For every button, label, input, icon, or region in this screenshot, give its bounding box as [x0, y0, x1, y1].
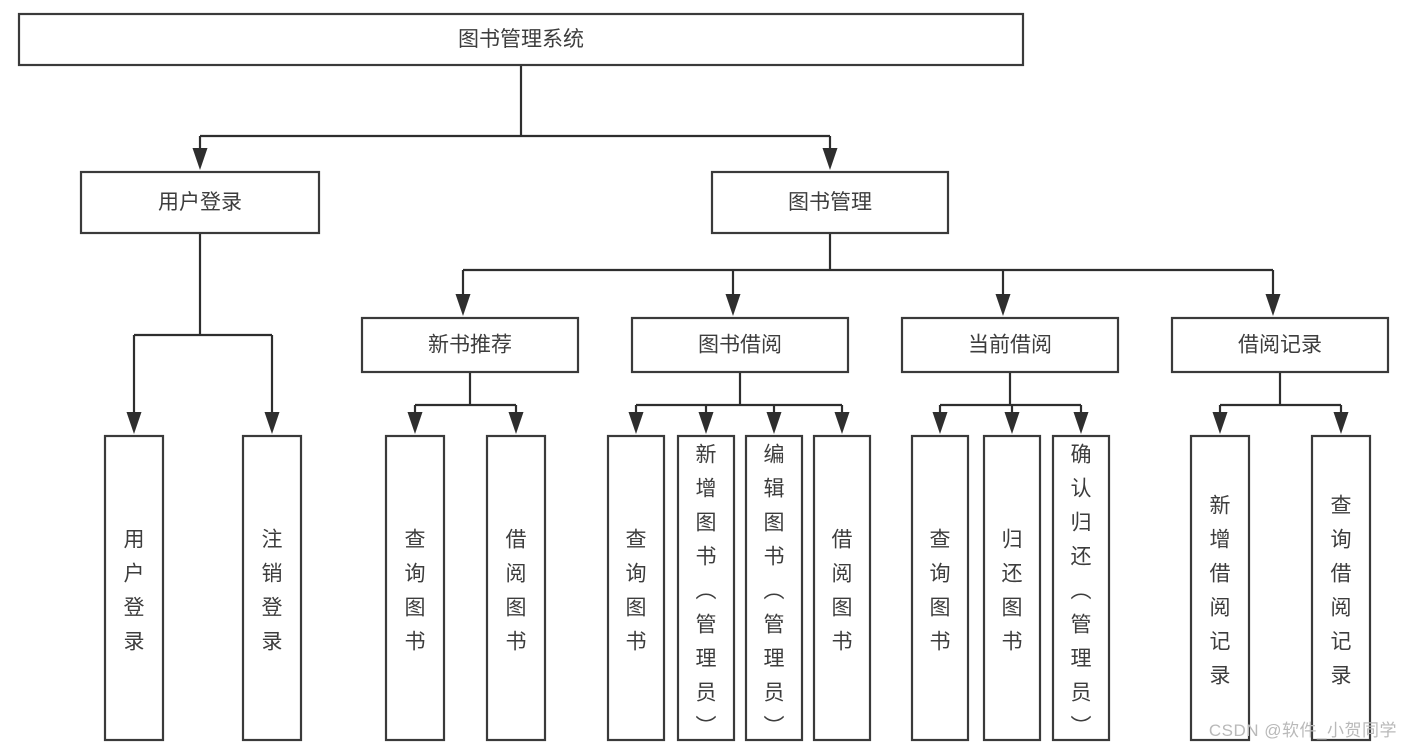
node-box[interactable]: [384, 434, 446, 742]
leaf-node-查询图书-8[interactable]: 查询图书: [910, 434, 970, 742]
arrow-head-icon: [455, 294, 471, 316]
node-label: 图书管理: [788, 191, 872, 214]
leaf-node-编辑图书管理员-6[interactable]: 编辑图书︵管理员︶: [744, 434, 804, 742]
node-label: 查询借阅记录: [1331, 495, 1352, 688]
connector-group-当前借阅: [932, 372, 1089, 434]
node-box[interactable]: [676, 434, 736, 742]
node-box[interactable]: [982, 434, 1042, 742]
node-box[interactable]: [606, 434, 666, 742]
level3-node-借阅记录-3[interactable]: 借阅记录: [1170, 316, 1390, 374]
node-label: 当前借阅: [968, 334, 1052, 357]
leaf-node-确认归还管理员-10[interactable]: 确认归还︵管理员︶: [1051, 434, 1111, 742]
leaf-node-查询图书-4[interactable]: 查询图书: [606, 434, 666, 742]
node-label: 查询图书: [405, 529, 426, 654]
node-box[interactable]: [1310, 434, 1372, 742]
connector-group-图书管理: [455, 233, 1281, 316]
connector-group-新书推荐: [407, 372, 524, 434]
root-node-图书管理系统[interactable]: 图书管理系统: [17, 12, 1025, 67]
arrow-head-icon: [508, 412, 524, 434]
leaf-node-注销登录-1[interactable]: 注销登录: [241, 434, 303, 742]
arrow-head-icon: [1212, 412, 1228, 434]
node-label: 借阅图书: [832, 529, 853, 654]
arrow-head-icon: [995, 294, 1011, 316]
node-box[interactable]: [710, 170, 950, 235]
arrow-head-icon: [698, 412, 714, 434]
arrow-head-icon: [1073, 412, 1089, 434]
connector-group-root: [192, 65, 838, 170]
node-label: 新增借阅记录: [1210, 495, 1231, 688]
leaf-node-借阅图书-3[interactable]: 借阅图书: [485, 434, 547, 742]
leaf-node-新增借阅记录-11[interactable]: 新增借阅记录: [1189, 434, 1251, 742]
node-box[interactable]: [744, 434, 804, 742]
level3-node-当前借阅-2[interactable]: 当前借阅: [900, 316, 1120, 374]
arrow-head-icon: [628, 412, 644, 434]
node-label: 图书借阅: [698, 334, 782, 357]
node-box[interactable]: [1051, 434, 1111, 742]
arrow-head-icon: [725, 294, 741, 316]
node-box[interactable]: [360, 316, 580, 374]
node-box[interactable]: [910, 434, 970, 742]
node-label: 借阅图书: [506, 529, 527, 654]
node-label: 查询图书: [930, 529, 951, 654]
level2-node-用户登录-0[interactable]: 用户登录: [79, 170, 321, 235]
node-label: 注销登录: [262, 529, 283, 654]
leaf-node-查询图书-2[interactable]: 查询图书: [384, 434, 446, 742]
csdn-watermark: CSDN @软件_小贺同学: [1208, 721, 1397, 740]
node-box[interactable]: [1170, 316, 1390, 374]
leaf-node-归还图书-9[interactable]: 归还图书: [982, 434, 1042, 742]
node-box[interactable]: [1189, 434, 1251, 742]
node-label: 新增图书︵管理员︶: [696, 444, 717, 739]
node-label: 查询图书: [626, 529, 647, 654]
node-label: 用户登录: [124, 529, 145, 654]
arrow-head-icon: [834, 412, 850, 434]
level3-node-图书借阅-1[interactable]: 图书借阅: [630, 316, 850, 374]
node-box[interactable]: [812, 434, 872, 742]
node-box[interactable]: [17, 12, 1025, 67]
arrow-head-icon: [932, 412, 948, 434]
node-box[interactable]: [630, 316, 850, 374]
connector-group-图书借阅: [628, 372, 850, 434]
connector-group-用户登录: [126, 233, 280, 434]
arrow-head-icon: [1265, 294, 1281, 316]
arrow-head-icon: [822, 148, 838, 170]
arrow-head-icon: [407, 412, 423, 434]
arrow-head-icon: [1333, 412, 1349, 434]
node-label: 图书管理系统: [458, 28, 584, 51]
node-label: 用户登录: [158, 191, 242, 214]
arrow-head-icon: [766, 412, 782, 434]
arrow-head-icon: [192, 148, 208, 170]
node-label: 编辑图书︵管理员︶: [764, 444, 785, 739]
connector-group-借阅记录: [1212, 372, 1349, 434]
level2-node-图书管理-1[interactable]: 图书管理: [710, 170, 950, 235]
node-box[interactable]: [485, 434, 547, 742]
arrow-head-icon: [264, 412, 280, 434]
node-layer: 图书管理系统用户登录图书管理新书推荐图书借阅当前借阅借阅记录用户登录注销登录查询…: [17, 12, 1390, 742]
node-label: 归还图书: [1002, 529, 1023, 654]
leaf-node-用户登录-0[interactable]: 用户登录: [103, 434, 165, 742]
level3-node-新书推荐-0[interactable]: 新书推荐: [360, 316, 580, 374]
node-box[interactable]: [79, 170, 321, 235]
leaf-node-查询借阅记录-12[interactable]: 查询借阅记录: [1310, 434, 1372, 742]
node-label: 借阅记录: [1238, 334, 1322, 357]
connector-layer: [126, 65, 1349, 434]
arrow-head-icon: [126, 412, 142, 434]
node-box[interactable]: [241, 434, 303, 742]
node-label: 确认归还︵管理员︶: [1071, 444, 1092, 739]
node-box[interactable]: [900, 316, 1120, 374]
leaf-node-借阅图书-7[interactable]: 借阅图书: [812, 434, 872, 742]
node-box[interactable]: [103, 434, 165, 742]
arrow-head-icon: [1004, 412, 1020, 434]
leaf-node-新增图书管理员-5[interactable]: 新增图书︵管理员︶: [676, 434, 736, 742]
node-label: 新书推荐: [428, 334, 512, 357]
